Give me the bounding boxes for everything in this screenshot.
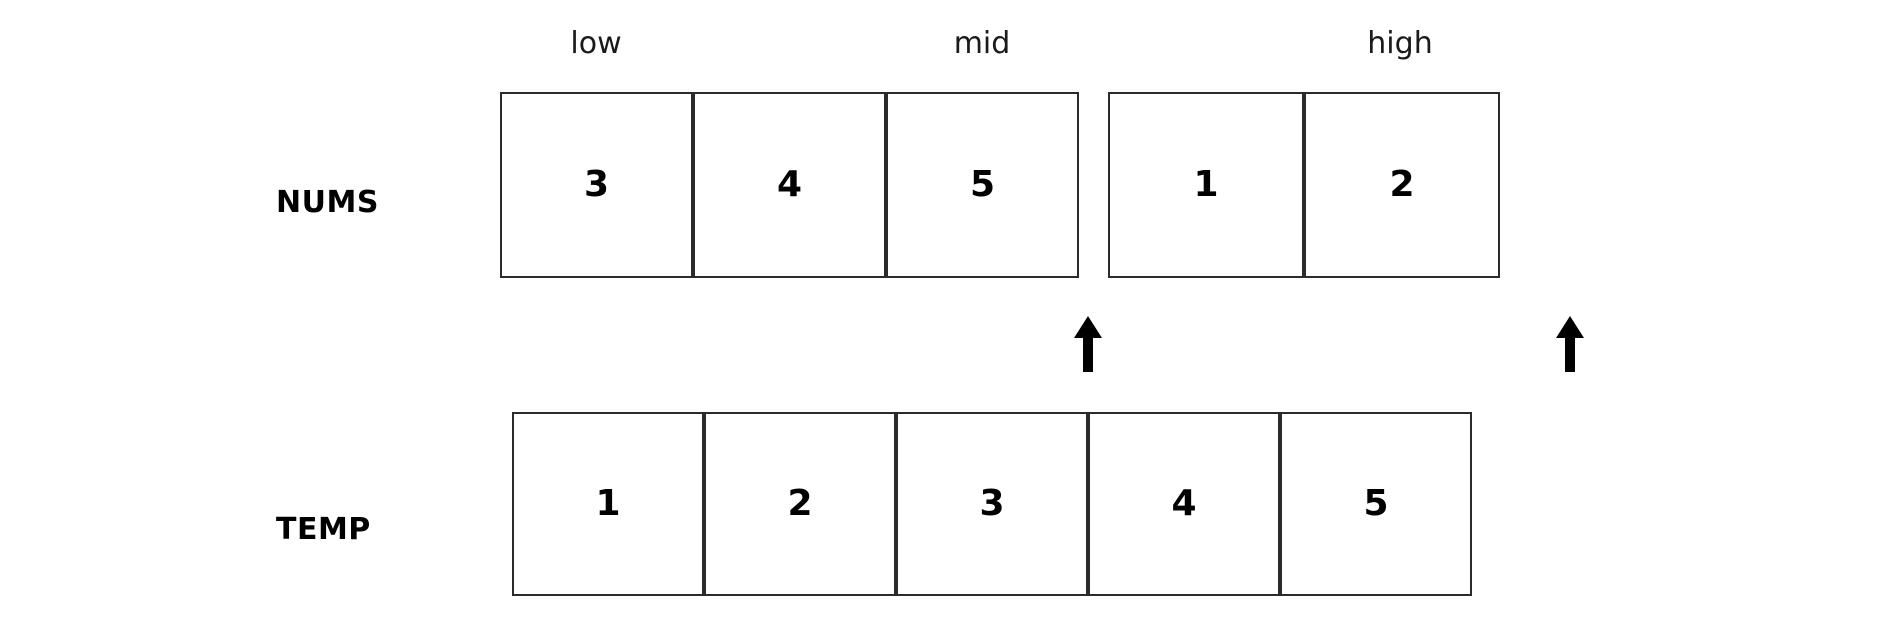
array-cell: 3: [500, 92, 693, 278]
arrow-mid-boundary-icon: [1071, 316, 1105, 372]
array-cell: 5: [1280, 412, 1472, 596]
array-cell: 2: [704, 412, 896, 596]
array-cell: 1: [512, 412, 704, 596]
array-cell: 4: [693, 92, 886, 278]
array-cell: 2: [1304, 92, 1500, 278]
pointer-label-high: high: [1367, 26, 1433, 61]
array-cell: 4: [1088, 412, 1280, 596]
row-label-nums: NUMS: [276, 185, 379, 220]
pointer-label-mid: mid: [953, 26, 1011, 61]
array-cell: 5: [886, 92, 1079, 278]
pointer-label-low: low: [570, 26, 622, 61]
arrow-high-end-icon: [1553, 316, 1587, 372]
array-cell: 1: [1108, 92, 1304, 278]
row-label-temp: TEMP: [276, 512, 371, 547]
array-cell: 3: [896, 412, 1088, 596]
